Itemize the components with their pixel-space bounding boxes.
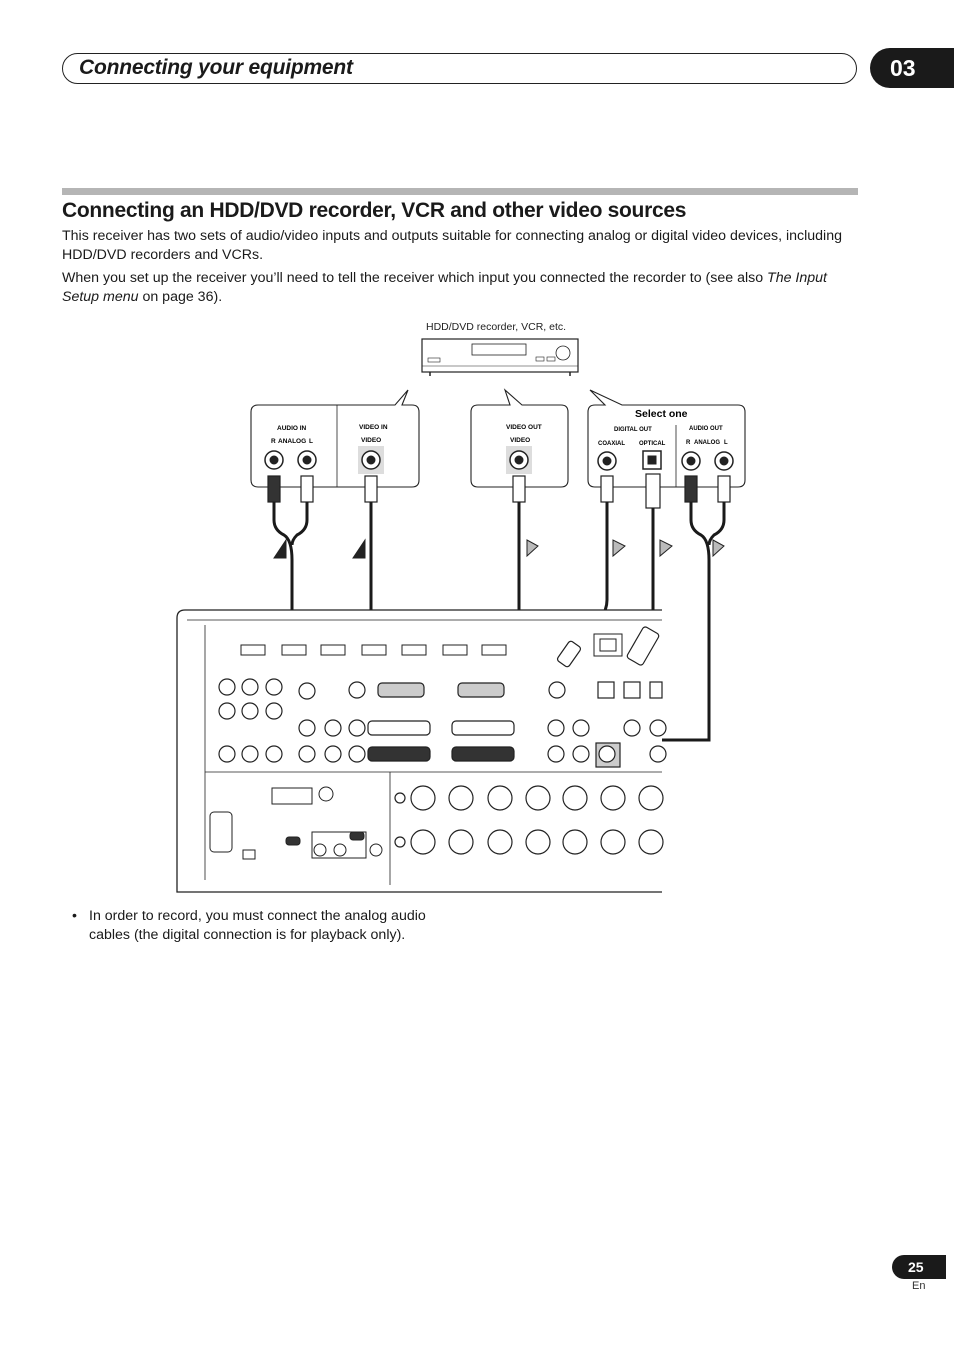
cable-plugs-top bbox=[267, 473, 731, 509]
audio-in-r: R bbox=[271, 438, 276, 445]
recorder-device-icon bbox=[421, 338, 579, 376]
audio-out-r: R bbox=[686, 440, 691, 446]
setup-text-start: When you set up the receiver you’ll need… bbox=[62, 270, 768, 286]
audio-in-title: AUDIO IN bbox=[277, 425, 307, 432]
audio-out-l: L bbox=[724, 440, 728, 446]
connected-plugs bbox=[367, 626, 660, 762]
video-in-sub: VIDEO bbox=[361, 437, 381, 444]
coaxial-label: COAXIAL bbox=[598, 441, 625, 447]
input-setup-menu-reference: The Input Setup menu bbox=[62, 270, 827, 305]
misc-rear-connectors bbox=[209, 786, 383, 860]
connection-diagram: HDD/DVD recorder, VCR, etc. AUDIO IN R A… bbox=[176, 321, 746, 893]
audio-in-l: L bbox=[309, 438, 313, 445]
coaxial-jack bbox=[597, 451, 617, 471]
setup-text-end: on page 36). bbox=[138, 289, 223, 305]
language-code: En bbox=[912, 1280, 926, 1292]
recording-note: • In order to record, you must connect t… bbox=[72, 907, 452, 945]
digital-out-title: DIGITAL OUT bbox=[614, 427, 652, 433]
section-title: Connecting an HDD/DVD recorder, VCR and … bbox=[62, 199, 687, 222]
audio-out-jacks bbox=[681, 451, 734, 471]
video-out-callout bbox=[470, 388, 569, 488]
audio-in-jacks bbox=[264, 450, 317, 470]
recording-note-text: In order to record, you must connect the… bbox=[89, 908, 426, 943]
signal-direction-arrows bbox=[273, 538, 725, 559]
audio-in-analog: ANALOG bbox=[278, 438, 306, 445]
video-in-jack bbox=[358, 446, 384, 474]
section-rule bbox=[62, 188, 858, 195]
bullet-point: • bbox=[72, 908, 77, 924]
audio-out-analog: ANALOG bbox=[694, 440, 720, 446]
optical-jack bbox=[642, 450, 662, 470]
audio-out-title: AUDIO OUT bbox=[689, 426, 723, 432]
video-out-jack bbox=[506, 446, 532, 474]
video-out-sub: VIDEO bbox=[510, 437, 530, 444]
recorder-output-callout bbox=[587, 389, 746, 488]
device-label: HDD/DVD recorder, VCR, etc. bbox=[426, 321, 566, 333]
select-one-label: Select one bbox=[635, 408, 688, 420]
chapter-badge: 03 bbox=[870, 48, 954, 88]
video-out-title: VIDEO OUT bbox=[506, 424, 542, 431]
intro-paragraph: This receiver has two sets of audio/vide… bbox=[62, 228, 842, 263]
optical-label: OPTICAL bbox=[639, 441, 666, 447]
video-in-title: VIDEO IN bbox=[359, 424, 388, 431]
lan-port bbox=[593, 633, 623, 657]
receiver-input-callout bbox=[250, 389, 420, 488]
header-bar: Connecting your equipment bbox=[62, 53, 857, 84]
setup-paragraph: When you set up the receiver you’ll need… bbox=[62, 269, 857, 307]
speaker-terminals bbox=[394, 785, 664, 855]
hdmi-ports bbox=[240, 644, 507, 656]
page-number: 25 bbox=[892, 1255, 946, 1279]
rear-panel-jacks bbox=[218, 678, 667, 768]
header-title: Connecting your equipment bbox=[79, 56, 353, 79]
